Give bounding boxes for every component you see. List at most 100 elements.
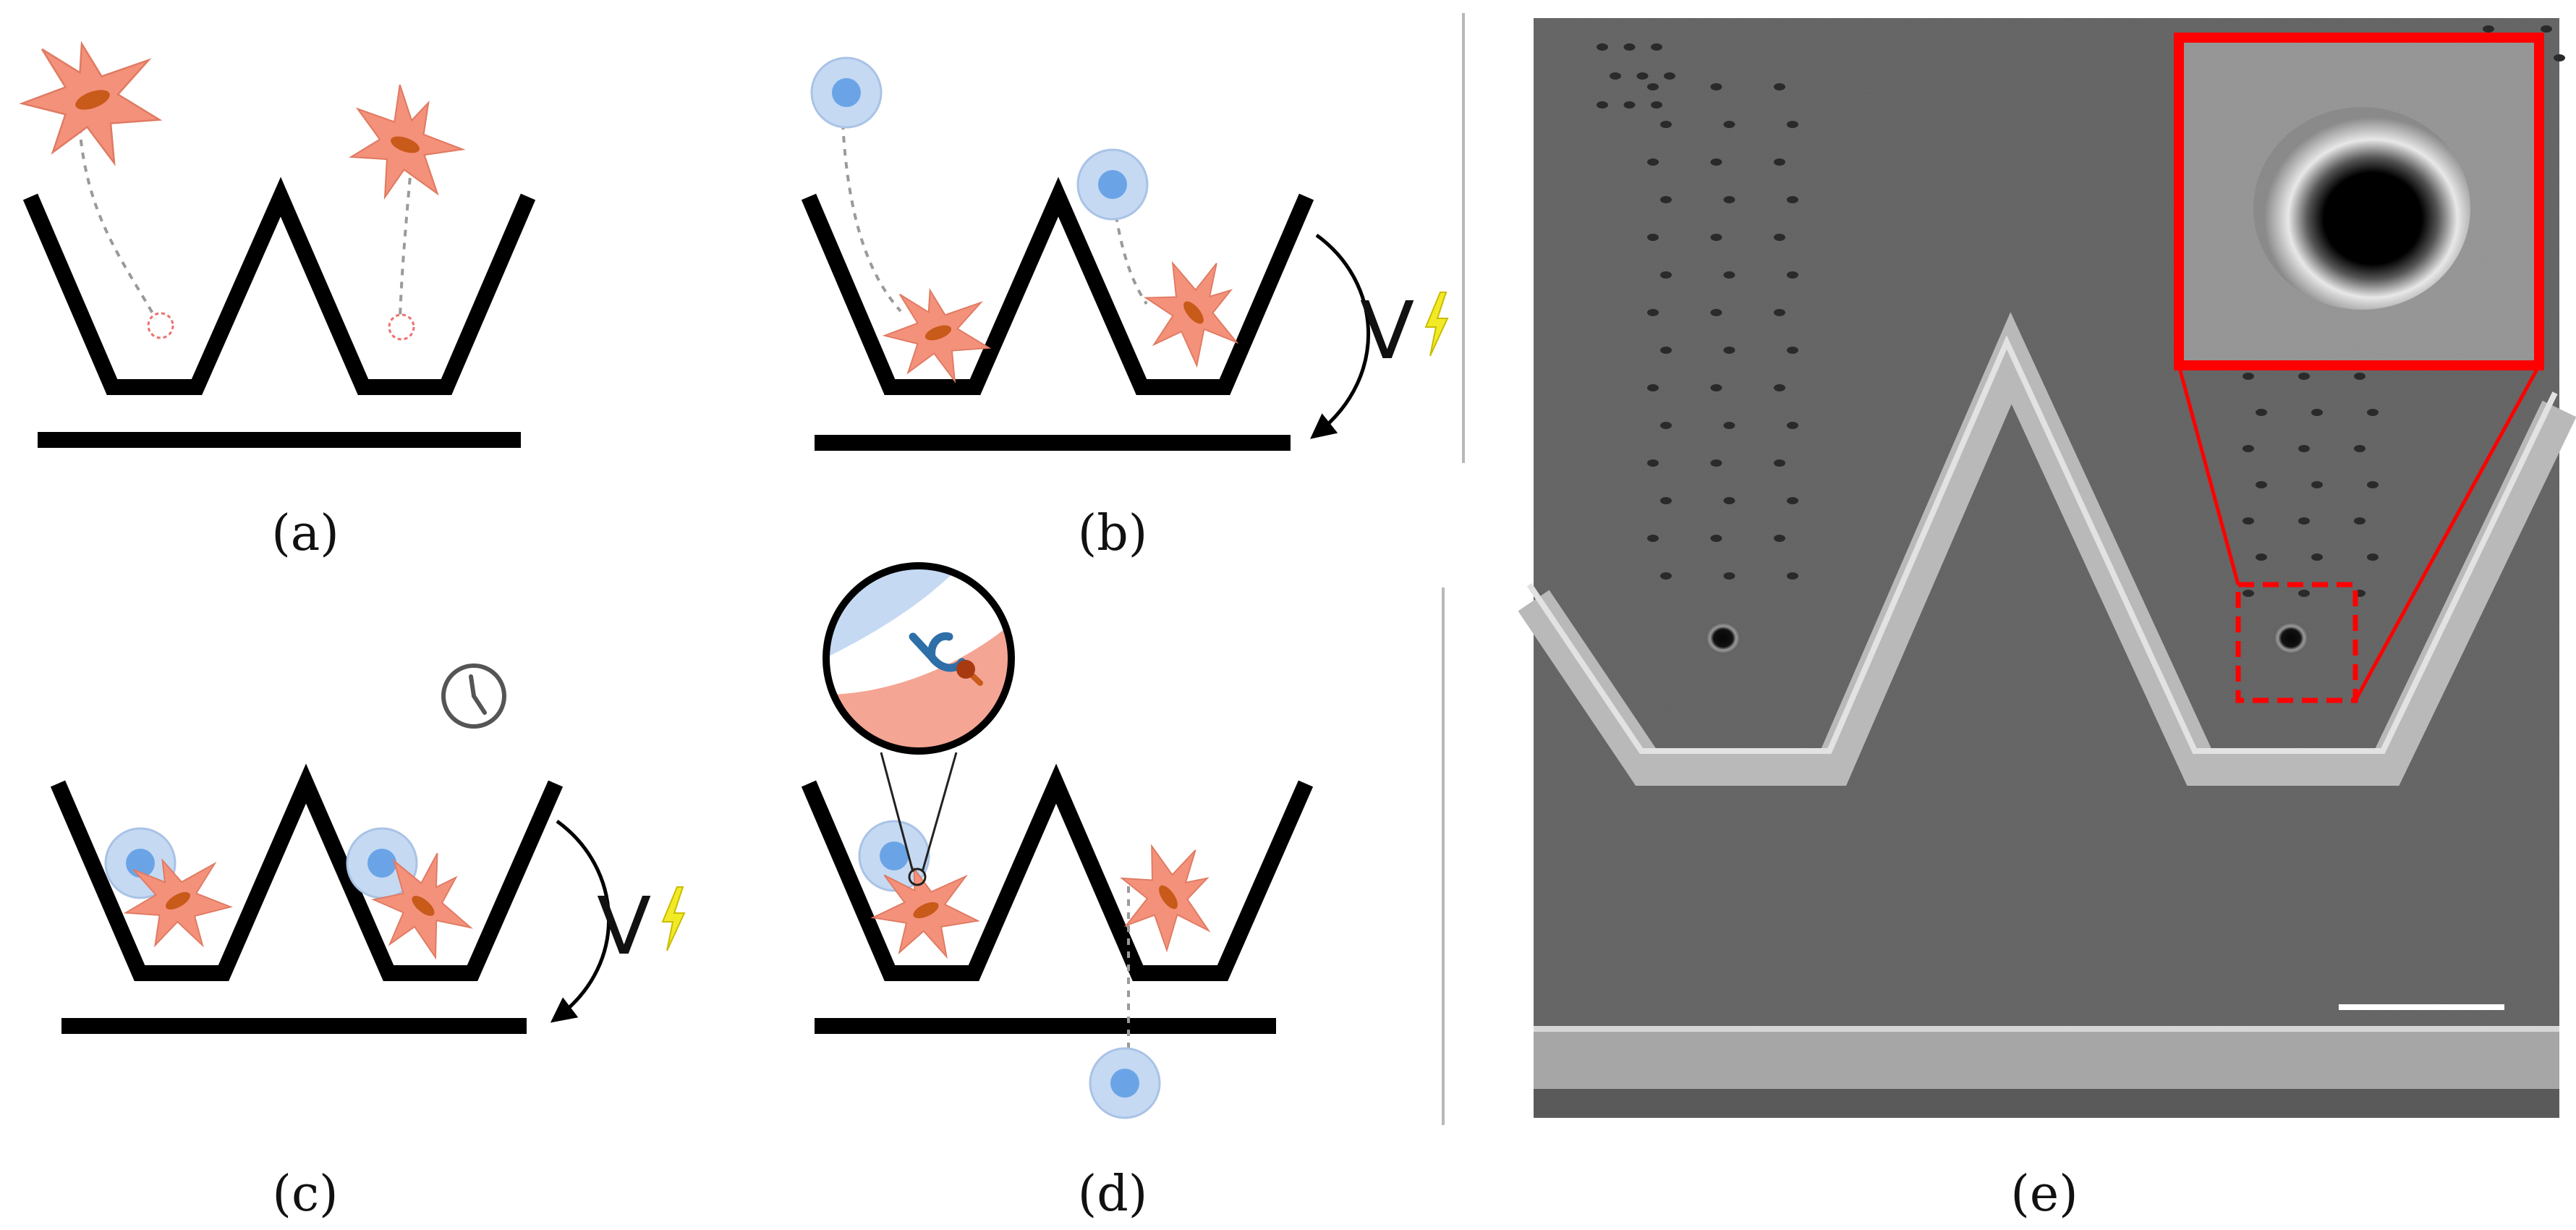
sem-pore: [1710, 83, 1722, 90]
sem-hole: [1706, 622, 1740, 654]
sem-pore: [2298, 517, 2310, 525]
sem-pore: [1723, 572, 1735, 580]
sem-pore: [2354, 445, 2365, 452]
sem-pore: [1787, 572, 1798, 580]
sem-pore: [1647, 158, 1659, 166]
panel-caption: (b): [1078, 505, 1148, 562]
well-structure: [50, 763, 564, 981]
sem-pore: [1647, 234, 1659, 241]
sem-pore: [1787, 271, 1798, 279]
sem-pore: [2311, 554, 2323, 561]
sem-pore: [1710, 459, 1722, 467]
sem-pore: [2554, 54, 2565, 62]
sem-pore: [1660, 422, 1672, 429]
sem-pore: [1660, 572, 1672, 580]
sem-pore: [1710, 158, 1722, 166]
panel-caption: (e): [2010, 1166, 2078, 1223]
sem-image: [1518, 18, 2576, 1118]
zoom-circle: [822, 562, 1015, 755]
sem-pore: [2311, 481, 2323, 488]
sem-pore: [1723, 196, 1735, 203]
sem-pore: [2298, 445, 2310, 452]
sem-pore: [1723, 347, 1735, 354]
t-cell-icon: [1089, 1047, 1161, 1119]
sem-pore: [1723, 422, 1735, 429]
voltage-label: V: [597, 880, 651, 972]
voltage-label: V: [1360, 284, 1414, 377]
sem-pore: [1774, 309, 1785, 316]
sem-pore: [1647, 309, 1659, 316]
sem-pore: [1787, 497, 1798, 504]
sem-pore: [1787, 422, 1798, 429]
sem-pore: [1623, 43, 1636, 51]
sem-pore: [2256, 554, 2267, 561]
sem-pore: [2367, 554, 2379, 561]
sem-pore: [1723, 271, 1735, 279]
sem-pore: [1774, 459, 1785, 467]
sem-pore: [1647, 384, 1659, 391]
panel-c: V (c): [50, 663, 685, 1223]
sem-pore: [1710, 535, 1722, 542]
sem-pore: [1651, 101, 1662, 109]
well-structure: [801, 763, 1314, 981]
magnifier-line: [880, 752, 914, 873]
sem-pore: [2256, 481, 2267, 488]
panel-b: V (b): [801, 56, 1448, 562]
trajectory-path: [841, 122, 902, 313]
sem-pore: [2541, 25, 2552, 33]
well-structure: [801, 177, 1314, 395]
sem-pore: [2243, 373, 2254, 380]
lightning-bolt-icon: [1425, 292, 1448, 357]
sem-pore: [1623, 101, 1636, 109]
sem-pore: [1710, 384, 1722, 391]
sem-pore: [1660, 196, 1672, 203]
zoom-connector: [2353, 364, 2541, 702]
sem-pore: [1723, 121, 1735, 128]
sem-pore: [2243, 517, 2254, 525]
panel-a: (a): [21, 43, 536, 562]
sem-pore: [2243, 590, 2254, 597]
sem-pore: [2354, 517, 2365, 525]
sem-pore: [2243, 445, 2254, 452]
dendritic-cell-icon: [324, 69, 480, 223]
sem-pore: [1660, 271, 1672, 279]
panel-caption: (d): [1078, 1166, 1148, 1223]
panel-caption: (c): [272, 1166, 338, 1223]
target-spot: [388, 313, 415, 341]
sem-pore: [2367, 481, 2379, 488]
zoom-connector: [2177, 365, 2240, 585]
contact-point: [908, 868, 927, 886]
panel-d: (d): [801, 562, 1314, 1223]
magnifier-line: [921, 752, 958, 873]
sem-pore: [1647, 535, 1659, 542]
trajectory-path: [78, 126, 157, 319]
curved-arrow-icon: [1310, 233, 1370, 439]
trajectory-path: [399, 151, 414, 319]
curved-arrow-icon: [550, 819, 611, 1023]
sem-pore: [2256, 409, 2267, 416]
sem-pore: [1710, 234, 1722, 241]
sem-pore: [1647, 459, 1659, 467]
lightning-bolt-icon: [662, 886, 685, 951]
sem-pore: [1787, 121, 1798, 128]
sem-pore: [1774, 158, 1785, 166]
sem-pore: [1774, 384, 1785, 391]
t-cell-icon: [1076, 148, 1149, 221]
sem-pore: [1787, 347, 1798, 354]
dendritic-cell-icon: [21, 43, 161, 164]
sem-pore: [1723, 497, 1735, 504]
sem-pore: [1651, 43, 1662, 51]
sem-pore: [2311, 409, 2323, 416]
sem-hole: [2274, 622, 2308, 654]
sem-pore: [1660, 121, 1672, 128]
receptor-icon: [909, 632, 983, 686]
sem-pores: [1597, 25, 2565, 597]
sem-pore: [1664, 72, 1675, 80]
sem-pore: [1774, 83, 1785, 90]
clock-icon: [441, 663, 506, 729]
target-spot: [147, 312, 174, 339]
sem-pore: [1774, 535, 1785, 542]
sem-pore: [1660, 347, 1672, 354]
sem-pore: [1647, 83, 1659, 90]
